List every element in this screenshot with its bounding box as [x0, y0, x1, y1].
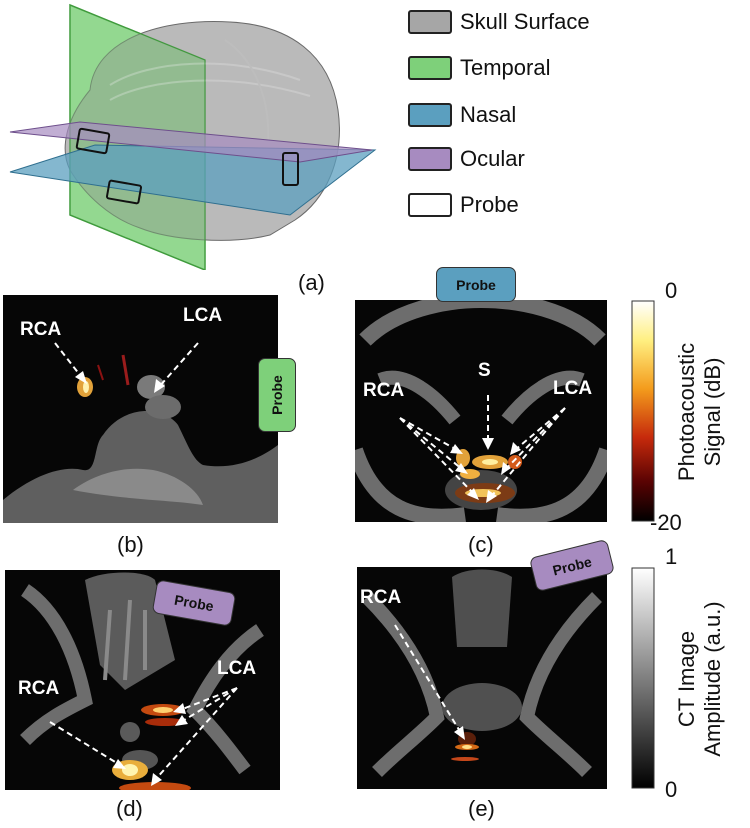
colorbar-ct-title-line1: CT Image — [674, 630, 699, 728]
label-s: S — [478, 360, 491, 381]
legend-label: Probe — [460, 192, 519, 217]
scan-panel-b: RCA LCA — [3, 295, 278, 523]
scan-panel-d: RCA LCA — [5, 570, 280, 790]
scan-panel-e: RCA — [357, 567, 607, 789]
colorbar-ct-max: 1 — [665, 544, 678, 569]
label-lca: LCA — [183, 305, 223, 326]
label-lca: LCA — [217, 658, 257, 679]
panel-label-a: (a) — [298, 270, 325, 295]
legend-label: Ocular — [460, 146, 525, 171]
probe-badge-b: Probe — [258, 358, 296, 432]
probe-temporal — [282, 152, 299, 186]
colorbar-photoacoustic — [631, 300, 655, 522]
legend-item-nasal: Nasal — [408, 100, 516, 130]
legend-label: Nasal — [460, 102, 517, 127]
legend-item-temporal: Temporal — [408, 53, 550, 83]
scan-panel-c: RCA S LCA — [355, 300, 607, 522]
legend-swatch — [408, 147, 452, 171]
colorbar-ct-title: CT Image Amplitude (a.u.) — [674, 579, 726, 779]
legend-swatch — [408, 103, 452, 127]
panel-label-d: (d) — [116, 796, 143, 821]
label-rca: RCA — [363, 380, 405, 401]
legend-swatch — [408, 193, 452, 217]
colorbar-pa-min: -20 — [650, 510, 682, 535]
arrow-lca — [157, 342, 199, 389]
legend-item-probe: Probe — [408, 190, 519, 220]
colorbar-ct-title-line2: Amplitude (a.u.) — [700, 601, 725, 757]
colorbar-pa-title-line2: Signal (dB) — [700, 357, 725, 467]
probe-label: Probe — [269, 375, 285, 415]
probe-label: Probe — [456, 276, 496, 293]
colorbar-pa-max: 0 — [665, 278, 678, 303]
panel-label-e: (e) — [468, 796, 495, 821]
colorbar-ct-min: 0 — [665, 777, 678, 802]
label-rca: RCA — [20, 319, 62, 340]
probe-ocular — [75, 127, 111, 155]
legend-swatch — [408, 10, 452, 34]
label-rca: RCA — [18, 678, 60, 699]
legend-swatch — [408, 56, 452, 80]
arrow-rca — [54, 342, 84, 380]
colorbar-ct — [631, 567, 655, 789]
probe-nasal — [105, 179, 143, 205]
skull-3d-render — [9, 3, 377, 270]
probe-label: Probe — [550, 552, 594, 579]
legend-label: Temporal — [460, 55, 551, 80]
colorbar-pa-title-line1: Photoacoustic — [674, 342, 699, 482]
legend-item-ocular: Ocular — [408, 144, 525, 174]
panel-label-b: (b) — [117, 532, 144, 557]
probe-label: Probe — [173, 591, 215, 615]
legend-item-skull: Skull Surface — [408, 7, 590, 37]
panel-label-c: (c) — [468, 532, 494, 557]
label-rca: RCA — [360, 587, 402, 608]
legend-label: Skull Surface — [460, 9, 590, 34]
probe-badge-c: Probe — [436, 267, 516, 302]
colorbar-pa-title: Photoacoustic Signal (dB) — [674, 312, 726, 512]
label-lca: LCA — [553, 378, 593, 399]
